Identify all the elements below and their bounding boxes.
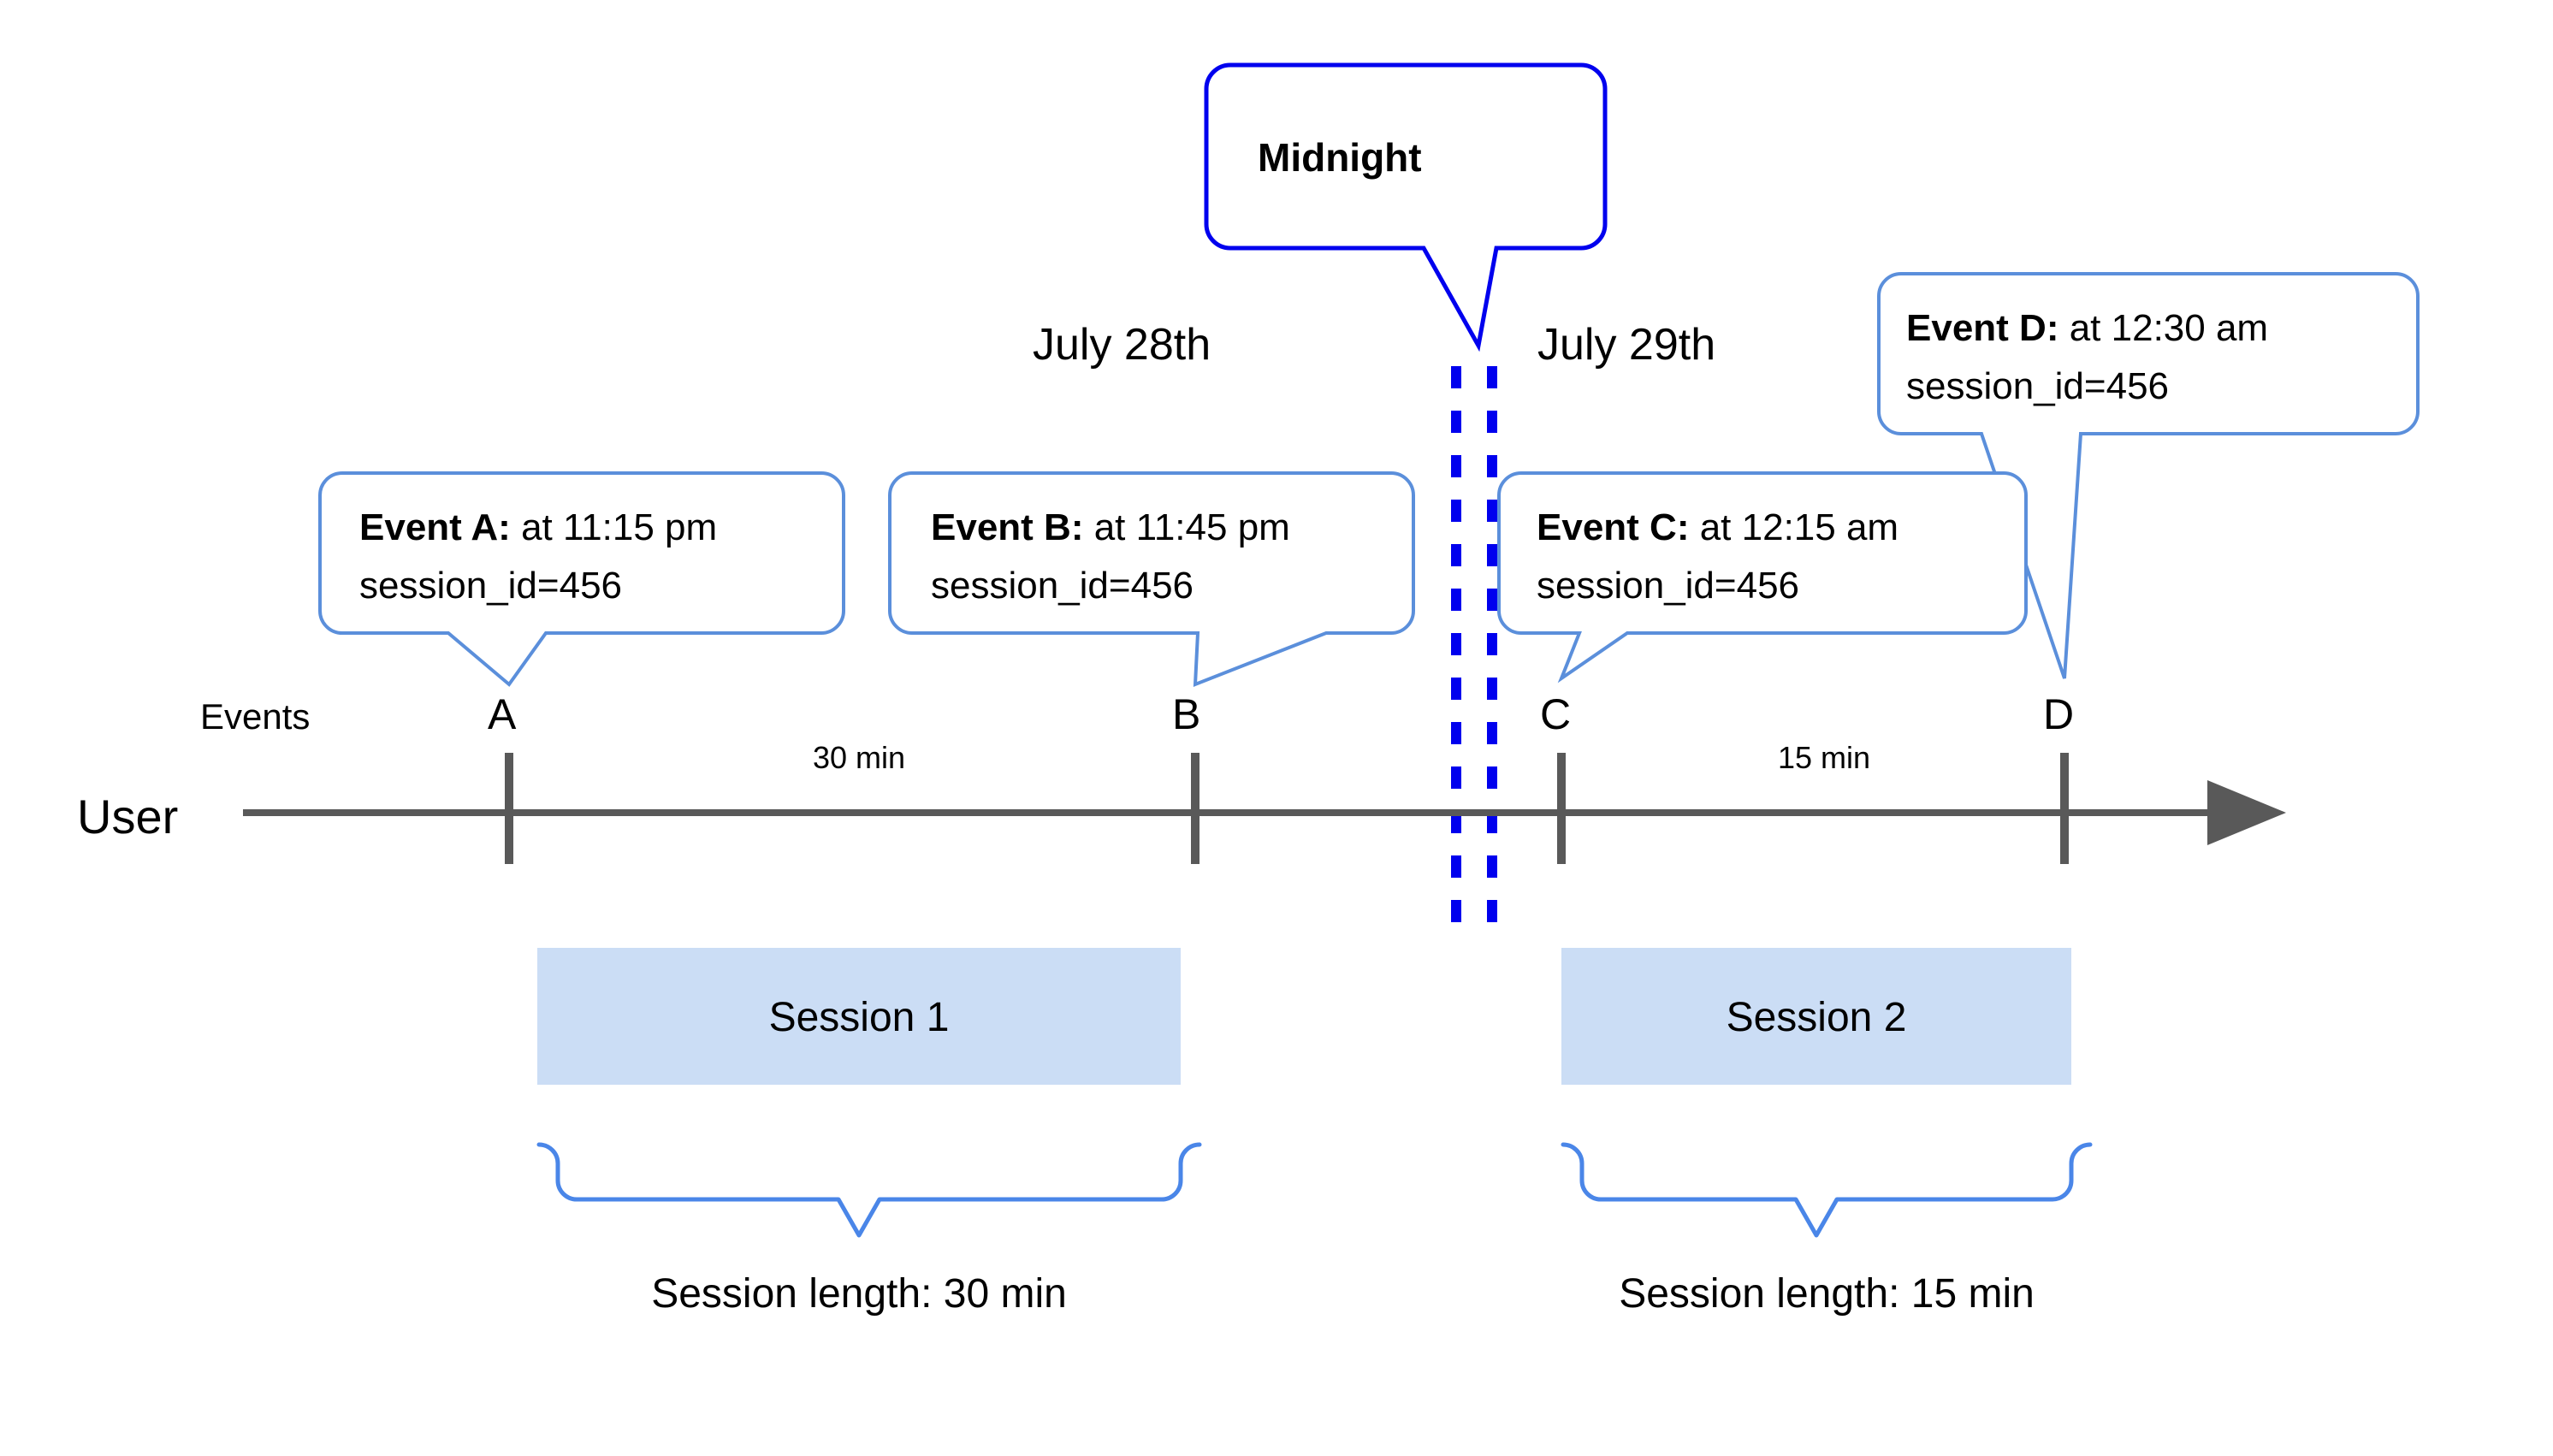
date-label-july-29: July 29th	[1537, 320, 1715, 370]
session-box-2: Session 2	[1561, 948, 2071, 1085]
midnight-label: Midnight	[1258, 135, 1422, 180]
event-c-bold: Event C:	[1537, 506, 1689, 548]
marker-letter-b: B	[1172, 690, 1200, 738]
event-callout-b: Event B: at 11:45 pm session_id=456	[888, 471, 1415, 687]
event-a-line2: session_id=456	[359, 565, 622, 607]
event-c-line2: session_id=456	[1537, 565, 1799, 607]
event-c-line1: Event C: at 12:15 am	[1537, 506, 1898, 548]
midnight-callout: Midnight	[1204, 62, 1608, 352]
session-2-length-label: Session length: 15 min	[1619, 1271, 2035, 1317]
event-b-line2: session_id=456	[931, 565, 1194, 607]
session-1-brace	[536, 1142, 1202, 1238]
event-a-rest: at 11:15 pm	[511, 506, 717, 548]
events-lane-label: Events	[200, 696, 310, 737]
gap-label-30min: 30 min	[813, 740, 905, 775]
timeline-arrow-head	[2207, 780, 2286, 845]
event-a-line1: Event A: at 11:15 pm	[359, 506, 717, 548]
user-lane-label: User	[77, 790, 178, 843]
session-2-brace	[1561, 1142, 2093, 1238]
marker-letter-a: A	[488, 690, 517, 738]
session-2-rect	[1561, 948, 2071, 1085]
event-callout-d: Event D: at 12:30 am session_id=456	[1877, 272, 2420, 679]
gap-label-15min: 15 min	[1778, 740, 1870, 775]
session-1-rect	[537, 948, 1181, 1085]
event-b-rest: at 11:45 pm	[1083, 506, 1289, 548]
session-1-length-label: Session length: 30 min	[651, 1271, 1067, 1317]
event-d-line1: Event D: at 12:30 am	[1906, 307, 2268, 349]
event-d-line2: session_id=456	[1906, 365, 2169, 407]
midnight-divider	[1451, 366, 1497, 922]
marker-letter-c: C	[1540, 690, 1571, 738]
date-label-july-28: July 28th	[1033, 320, 1211, 370]
event-d-bold: Event D:	[1906, 307, 2058, 349]
event-callout-a: Event A: at 11:15 pm session_id=456	[318, 471, 845, 687]
session-2-label: Session 2	[1727, 995, 1907, 1040]
event-callout-c: Event C: at 12:15 am session_id=456	[1497, 471, 2028, 684]
timeline-axis	[243, 753, 2286, 864]
event-b-line1: Event B: at 11:45 pm	[931, 506, 1290, 548]
event-d-rest: at 12:30 am	[2058, 307, 2268, 349]
session-1-label: Session 1	[769, 995, 950, 1040]
session-box-1: Session 1	[537, 948, 1181, 1085]
event-b-bold: Event B:	[931, 506, 1083, 548]
event-a-bold: Event A:	[359, 506, 511, 548]
marker-letter-d: D	[2043, 690, 2074, 738]
event-c-rest: at 12:15 am	[1689, 506, 1898, 548]
